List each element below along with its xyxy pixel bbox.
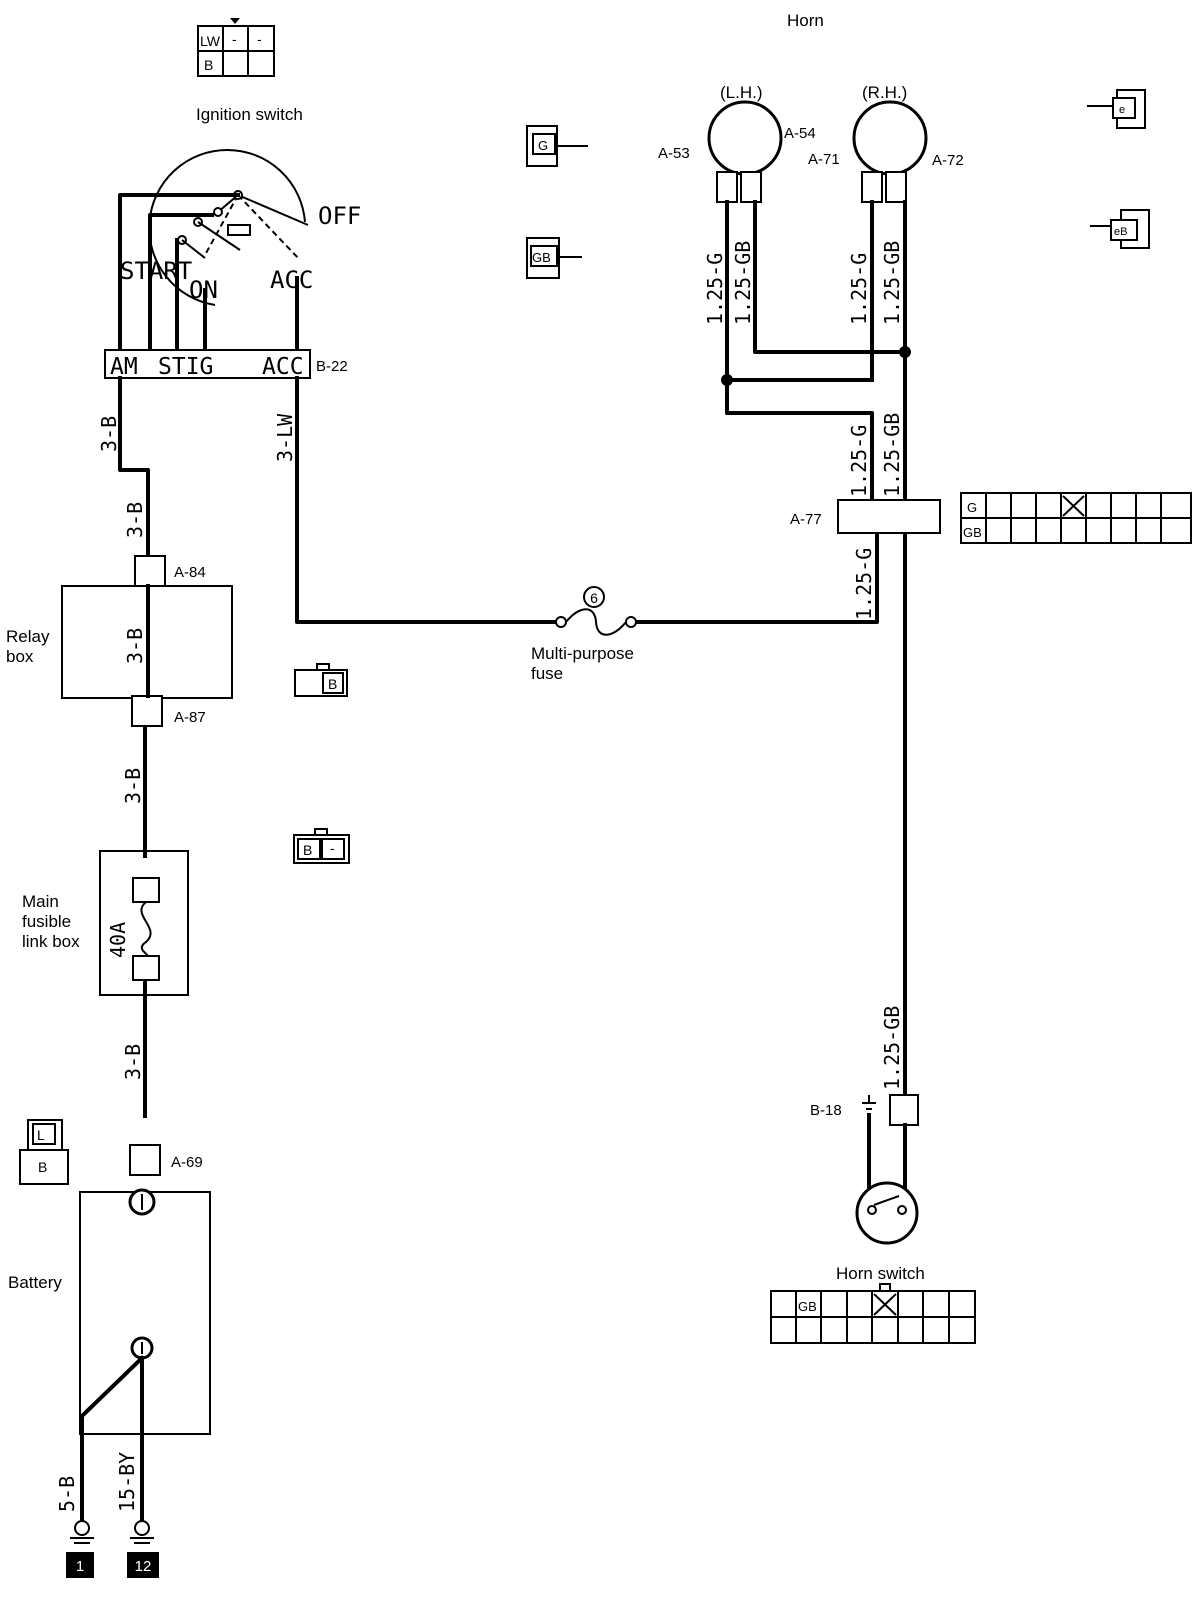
ign-face-r2c1: B xyxy=(204,57,213,73)
ign-face-r1c2: - xyxy=(232,31,237,47)
strip-stig: STIG xyxy=(158,354,213,380)
ground-12: 12 xyxy=(127,1520,159,1578)
connector-a87: A-87 xyxy=(174,709,206,726)
fusible-face-2: - xyxy=(330,840,335,856)
switch-internal-wiring xyxy=(118,193,299,352)
connector-a84: A-84 xyxy=(174,564,206,581)
horn-switch-label: Horn switch xyxy=(836,1264,925,1283)
ign-face-r1c3: - xyxy=(257,31,262,47)
wire-label-3lw: 3-LW xyxy=(273,413,297,462)
relay-connector-face: B xyxy=(294,663,348,697)
terminal-strip-b22: AM STIG ACC xyxy=(104,349,311,380)
wire-label-mid-gb: 1.25-GB xyxy=(880,413,904,497)
connector-a72: A-72 xyxy=(932,152,964,169)
right-top-connector-face: e xyxy=(1087,89,1146,129)
horn-right xyxy=(852,100,928,203)
relay-box-label-1: Relay xyxy=(6,627,50,646)
fusible-face-1: B xyxy=(303,842,312,858)
wire-label-mid-g: 1.25-G xyxy=(847,425,871,497)
wire-label-3b-5: 3-B xyxy=(121,1044,145,1080)
gb-connector-face: GB xyxy=(526,237,582,279)
relay-box-label-2: box xyxy=(6,647,34,666)
wire-label-lh-g: 1.25-G xyxy=(703,253,727,325)
g-face-label: G xyxy=(538,138,548,153)
g-connector-face: G xyxy=(526,125,588,167)
multi-purpose-fuse: 6 xyxy=(555,586,637,636)
horn-switch-connector-face: GB xyxy=(770,1283,976,1344)
wire-label-3b-4: 3-B xyxy=(121,768,145,804)
wire-label-3b-1: 3-B xyxy=(97,416,121,452)
battery-label: Battery xyxy=(8,1273,62,1292)
horn-switch-assembly xyxy=(855,1094,919,1245)
fusible-link-rating: 40A xyxy=(106,922,130,958)
connector-a54: A-54 xyxy=(784,125,816,142)
a77-face-gb: GB xyxy=(963,525,982,540)
connector-a53: A-53 xyxy=(658,145,690,162)
battery-face-top: L xyxy=(37,1127,45,1143)
wire-label-15by: 15-BY xyxy=(115,1452,139,1512)
wire-label-switch-gb: 1.25-GB xyxy=(880,1006,904,1090)
connector-a69: A-69 xyxy=(171,1154,203,1171)
ignition-connector-face: LW - - B xyxy=(197,18,275,77)
wire-label-low-g: 1.25-G xyxy=(852,548,876,620)
ignition-switch: OFF START ON ACC xyxy=(120,148,361,306)
wire-label-5b: 5-B xyxy=(55,1476,79,1512)
battery-connector-face: L B xyxy=(19,1119,69,1185)
battery-face-bottom: B xyxy=(38,1159,47,1175)
a77-face-g: G xyxy=(967,500,977,515)
wire-label-lh-gb: 1.25-GB xyxy=(731,241,755,325)
multi-fuse-label-1: Multi-purpose xyxy=(531,644,634,663)
right-top-face-label: e xyxy=(1119,104,1125,116)
switch-pos-acc: ACC xyxy=(270,266,313,294)
main-fusible-label-1: Main xyxy=(22,892,59,911)
horn-switch-face-gb: GB xyxy=(798,1299,817,1314)
connector-a77-block xyxy=(837,499,941,534)
wire-label-3b-2: 3-B xyxy=(123,502,147,538)
ground-1-number: 1 xyxy=(76,1558,84,1575)
multi-fuse-label-2: fuse xyxy=(531,664,563,683)
a77-connector-face: G GB xyxy=(960,492,1192,544)
wire-label-3b-3: 3-B xyxy=(123,628,147,664)
strip-acc: ACC xyxy=(262,354,304,380)
horn-wiring xyxy=(721,200,911,1097)
fuse-number: 6 xyxy=(590,590,598,606)
switch-pos-start: START xyxy=(120,257,192,285)
connector-b22: B-22 xyxy=(316,358,348,375)
diagram-title: Horn xyxy=(787,11,824,30)
main-fusible-link-box xyxy=(99,850,189,996)
battery-feed-wire xyxy=(118,376,150,1118)
gb-face-label: GB xyxy=(532,250,551,265)
acc-to-fuse-wire xyxy=(295,376,879,624)
strip-am: AM xyxy=(110,354,138,380)
right-mid-connector-face: eB xyxy=(1090,209,1150,249)
connector-b18: B-18 xyxy=(810,1102,842,1119)
horn-rh-label: (R.H.) xyxy=(862,83,907,102)
connector-a77: A-77 xyxy=(790,511,822,528)
wire-label-rh-gb: 1.25-GB xyxy=(880,241,904,325)
fusible-connector-face: B - xyxy=(293,828,350,864)
relay-face-b: B xyxy=(328,676,337,692)
switch-pos-off: OFF xyxy=(318,202,361,230)
battery xyxy=(79,1144,211,1522)
right-mid-face-label: eB xyxy=(1114,226,1127,238)
ign-face-r1c1: LW xyxy=(200,33,221,49)
horn-lh-label: (L.H.) xyxy=(720,83,763,102)
ground-12-number: 12 xyxy=(135,1558,152,1575)
connector-a71: A-71 xyxy=(808,151,840,168)
main-fusible-label-3: link box xyxy=(22,932,80,951)
main-fusible-label-2: fusible xyxy=(22,912,71,931)
wire-label-rh-g: 1.25-G xyxy=(847,253,871,325)
ground-1: 1 xyxy=(66,1520,94,1578)
relay-box xyxy=(61,555,233,727)
ignition-switch-label: Ignition switch xyxy=(196,105,303,124)
horn-left xyxy=(707,100,783,203)
